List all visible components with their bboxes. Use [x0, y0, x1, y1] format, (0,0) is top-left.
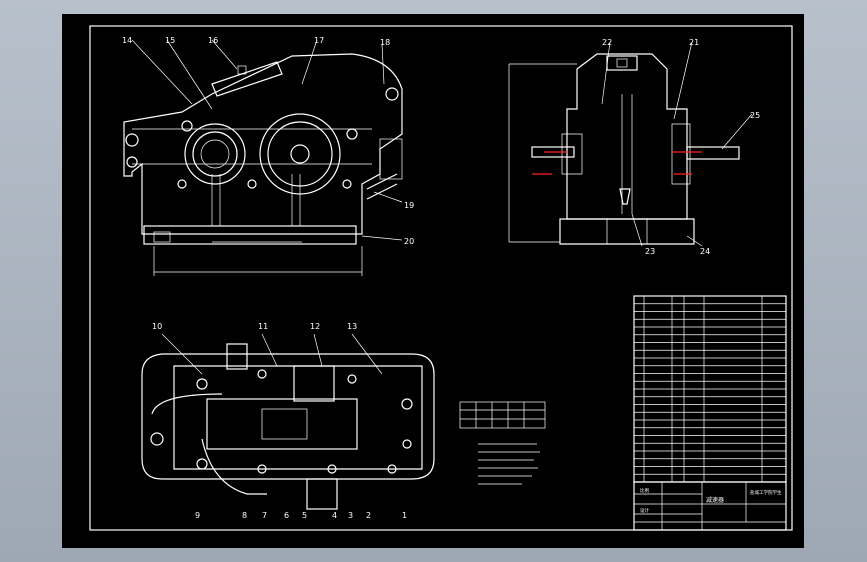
label-17: 17 — [314, 36, 324, 45]
parts-list — [633, 295, 787, 483]
label-6: 6 — [284, 511, 289, 520]
label-16: 16 — [208, 36, 218, 45]
scale-label: 比例 — [640, 487, 649, 494]
label-22: 22 — [602, 38, 612, 47]
cad-drawing: 14 15 16 17 18 19 20 — [89, 25, 793, 531]
label-7: 7 — [262, 511, 267, 520]
top-view: 10 11 12 13 9 8 7 6 5 4 3 2 1 — [141, 322, 435, 520]
label-3: 3 — [348, 511, 353, 520]
label-5: 5 — [302, 511, 307, 520]
label-4: 4 — [332, 511, 337, 520]
label-18: 18 — [380, 38, 390, 47]
label-2: 2 — [366, 511, 371, 520]
label-11: 11 — [258, 322, 268, 331]
drawing-canvas[interactable]: 14 15 16 17 18 19 20 — [62, 14, 804, 548]
label-12: 12 — [310, 322, 320, 331]
label-9: 9 — [195, 511, 200, 520]
side-view: 22 21 25 23 24 — [508, 38, 760, 256]
label-24: 24 — [700, 247, 710, 256]
drawing-name: 减速器 — [706, 496, 724, 504]
org-name: 盐城工学院学生 — [750, 489, 782, 496]
label-8: 8 — [242, 511, 247, 520]
outer-frame — [89, 25, 793, 531]
label-13: 13 — [347, 322, 357, 331]
design-label: 设计 — [640, 507, 649, 514]
label-10: 10 — [152, 322, 162, 331]
spec-table — [459, 401, 546, 485]
label-14: 14 — [122, 36, 132, 45]
label-15: 15 — [165, 36, 175, 45]
label-1: 1 — [402, 511, 407, 520]
title-block: 减速器 盐城工学院学生 比例 设计 — [633, 481, 787, 531]
label-19: 19 — [404, 201, 414, 210]
label-25: 25 — [750, 111, 760, 120]
label-20: 20 — [404, 237, 414, 246]
front-view: 14 15 16 17 18 19 20 — [122, 36, 414, 276]
label-23: 23 — [645, 247, 655, 256]
label-21: 21 — [689, 38, 699, 47]
